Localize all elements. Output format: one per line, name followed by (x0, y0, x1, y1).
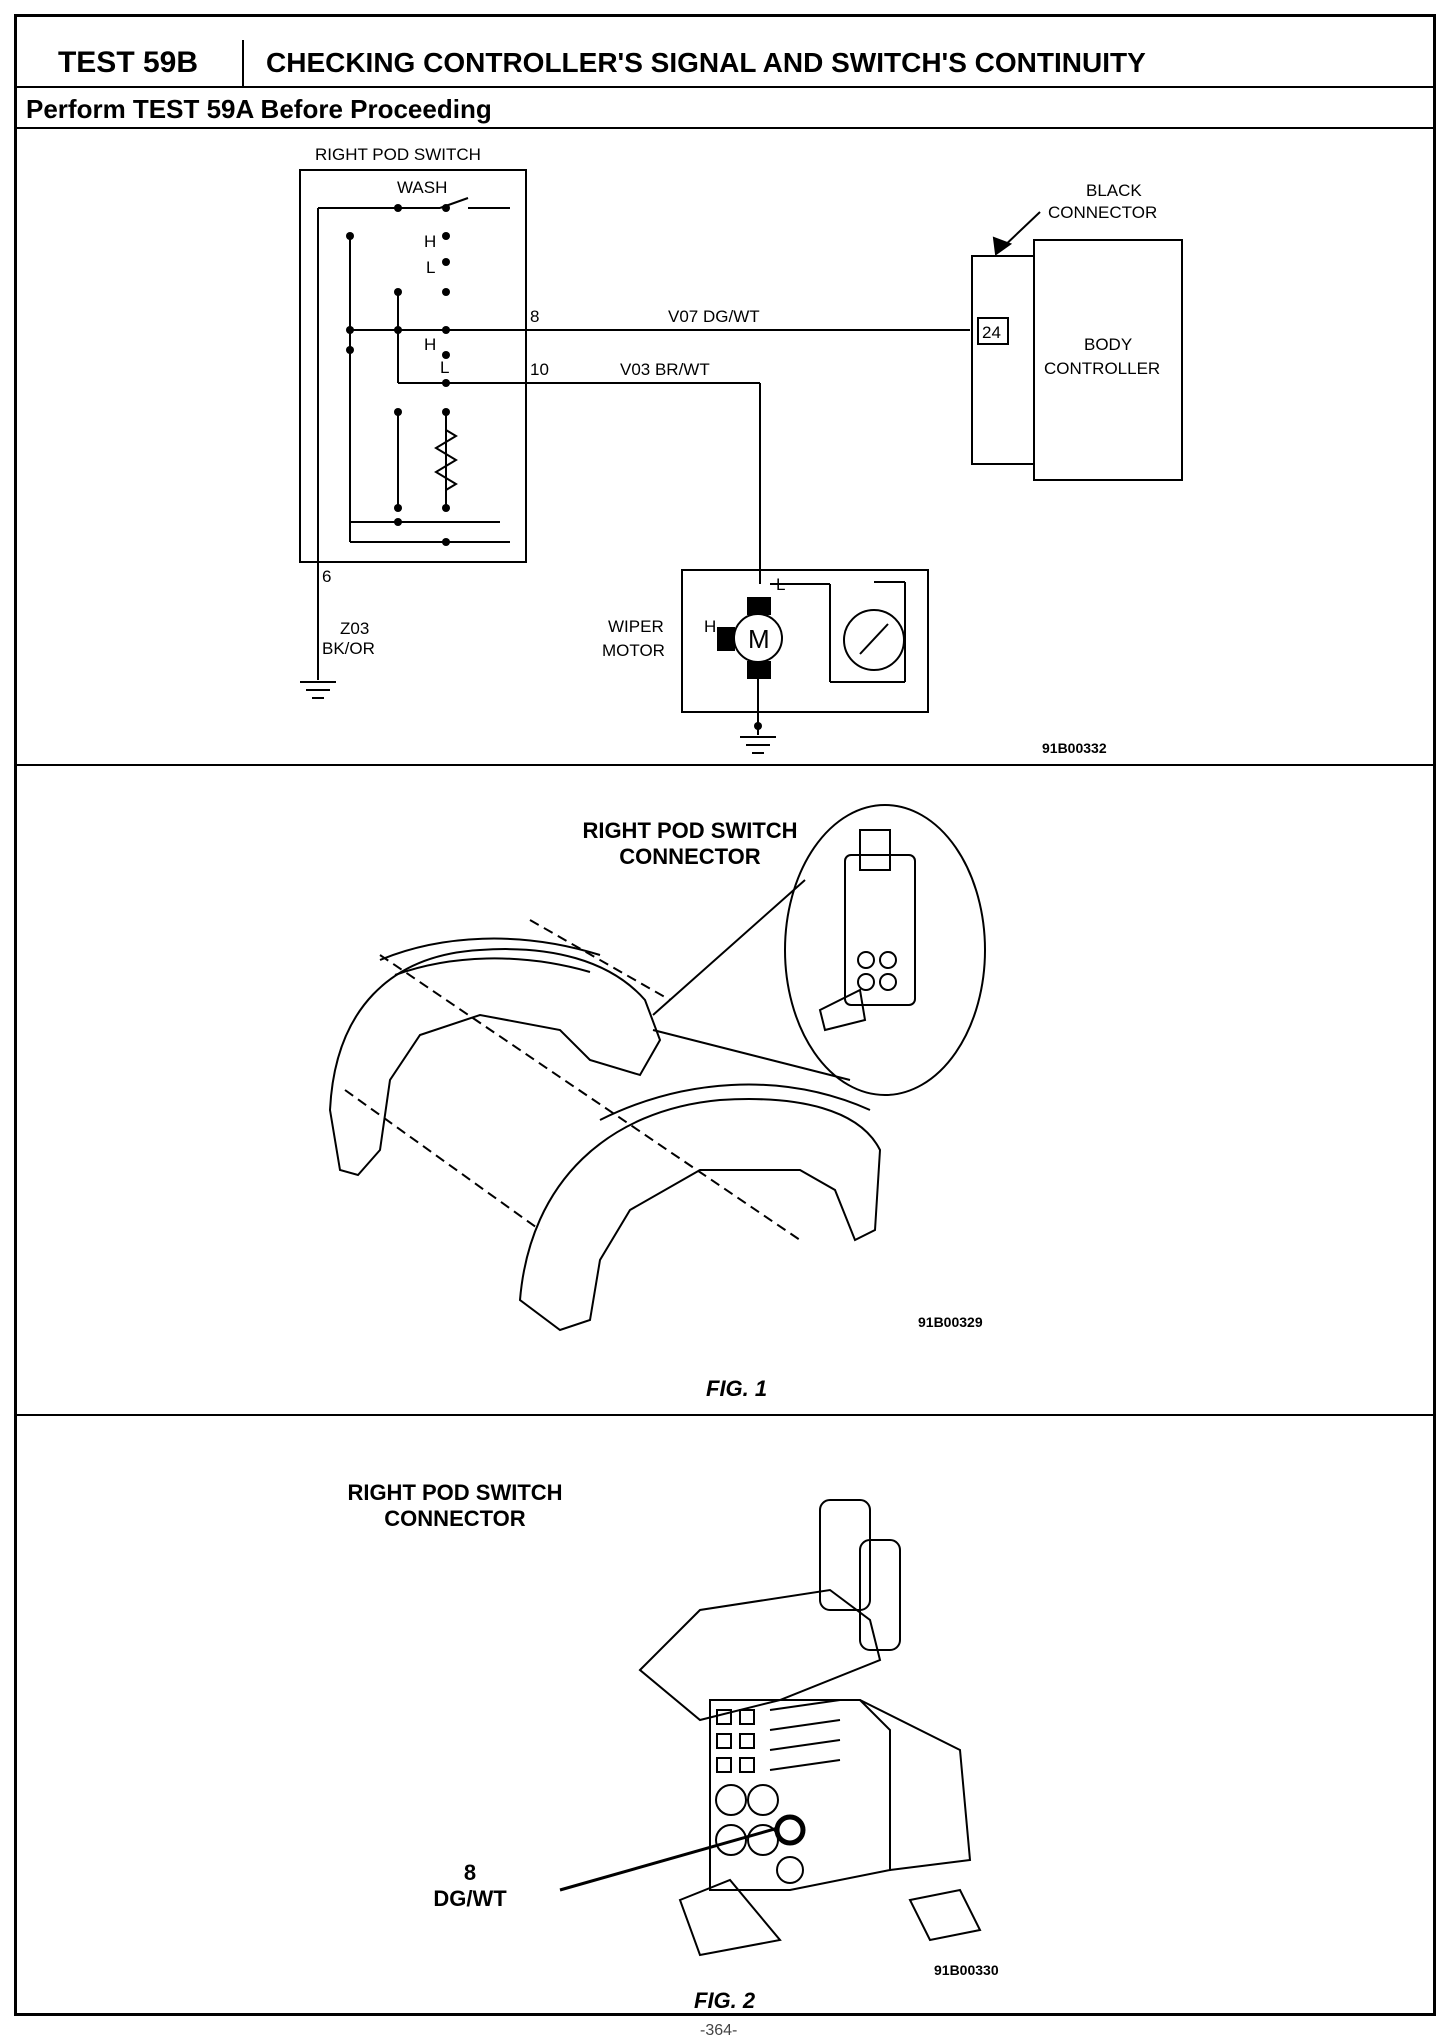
h-lower-label: H (424, 335, 436, 354)
fig1-figure-code: 91B00329 (918, 1314, 983, 1330)
ground-wire-color: BK/OR (322, 639, 375, 658)
connector-callout-circle (784, 804, 986, 1096)
l-upper-label: L (426, 258, 435, 277)
test-id: TEST 59B (14, 40, 244, 86)
pin-10-label: 10 (530, 360, 549, 379)
connector-label-top: BLACK (1086, 181, 1142, 200)
fig2-pin-number: 8 (463, 1860, 477, 1885)
fig2-callout-line2: CONNECTOR (384, 1506, 526, 1531)
upper-housing (328, 948, 662, 1177)
right-pod-switch-box (299, 169, 527, 563)
ground-wire-code: Z03 (340, 619, 369, 638)
fig2-pin-callout: 8 DG/WT (420, 1860, 520, 1912)
h-upper-label: H (424, 232, 436, 251)
motor-label-bottom: MOTOR (602, 641, 665, 660)
connector-label-bottom: CONNECTOR (1048, 203, 1157, 222)
pin-6-label: 6 (322, 567, 331, 586)
fig2-figure-code: 91B00330 (934, 1962, 999, 1978)
wash-label: WASH (397, 178, 447, 197)
test-title: CHECKING CONTROLLER'S SIGNAL AND SWITCH'… (266, 47, 1146, 78)
test-prerequisite: Perform TEST 59A Before Proceeding (26, 94, 492, 124)
fig2-callout: RIGHT POD SWITCH CONNECTOR (330, 1480, 580, 1532)
wire-v07-label: V07 DG/WT (668, 307, 760, 326)
section-divider-fig2 (14, 1414, 1436, 1416)
l-lower-label: L (440, 358, 449, 377)
fig2-callout-line1: RIGHT POD SWITCH (347, 1480, 563, 1505)
fig2-caption: FIG. 2 (694, 1988, 756, 2013)
pin-8-label: 8 (530, 307, 539, 326)
schematic-figure-code: 91B00332 (1042, 740, 1107, 756)
section-divider-schematic (14, 127, 1436, 129)
fig2-pin-wire: DG/WT (433, 1886, 507, 1911)
switch-title: RIGHT POD SWITCH (315, 145, 481, 164)
motor-symbol: M (748, 624, 770, 654)
section-divider-fig1 (14, 764, 1436, 766)
wire-v03-label: V03 BR/WT (620, 360, 710, 379)
fig1-callout-line1: RIGHT POD SWITCH (582, 818, 798, 843)
motor-h-terminal: H (704, 617, 716, 636)
controller-label-top: BODY (1084, 335, 1132, 354)
fig1-callout-line2: CONNECTOR (619, 844, 761, 869)
motor-l-terminal: L (776, 575, 785, 594)
controller-label-bottom: CONTROLLER (1044, 359, 1160, 378)
fig1-caption: FIG. 1 (706, 1376, 768, 1401)
connector-pin-24: 24 (982, 323, 1001, 342)
page-frame (14, 14, 1436, 2016)
page-number: -364- (700, 2022, 738, 2039)
header-divider (14, 86, 1436, 88)
connector-latch (638, 1588, 882, 1722)
fig1-callout: RIGHT POD SWITCH CONNECTOR (560, 818, 820, 870)
lower-housing (518, 1098, 882, 1332)
motor-label-top: WIPER (608, 617, 664, 636)
